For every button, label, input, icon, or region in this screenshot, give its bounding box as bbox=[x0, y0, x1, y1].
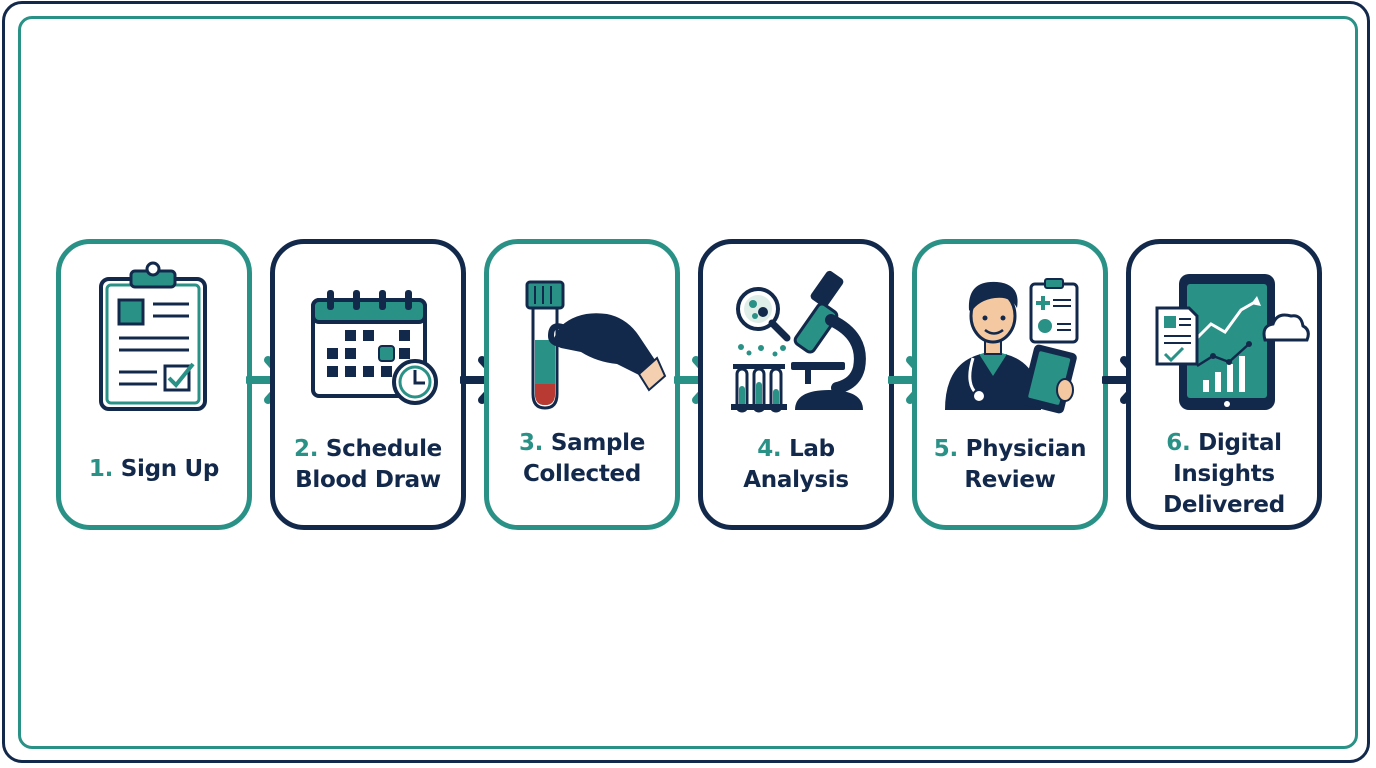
step-number-5: 5. bbox=[933, 436, 958, 462]
step-label-3: 3. Sample Collected bbox=[489, 428, 675, 490]
step-title-6-line1: Digital bbox=[1198, 430, 1282, 456]
calendar-clock-icon bbox=[311, 290, 438, 405]
step-title-3-line1: Sample bbox=[550, 430, 646, 456]
step-title-2-line2: Blood Draw bbox=[295, 467, 441, 493]
test-tube-glove-icon bbox=[525, 280, 667, 410]
tablet-analytics-icon bbox=[1155, 274, 1310, 410]
step-number-6: 6. bbox=[1166, 430, 1191, 456]
step-title-6-line2: Insights bbox=[1173, 461, 1275, 487]
inner-frame bbox=[18, 16, 1358, 749]
step-label-5: 5. Physician Review bbox=[917, 434, 1103, 496]
clipboard-checklist-icon bbox=[99, 261, 207, 411]
doctor-tablet-icon bbox=[945, 278, 1079, 414]
step-title-3-line2: Collected bbox=[522, 461, 642, 487]
step-title-2-line1: Schedule bbox=[325, 436, 442, 462]
microscope-test-tubes-icon bbox=[731, 270, 866, 413]
step-title-5-line2: Review bbox=[964, 467, 1056, 493]
step-title-4-line1: Lab bbox=[789, 436, 835, 462]
step-card-2: 2. Schedule Blood Draw bbox=[270, 239, 466, 530]
step-title-1: Sign Up bbox=[120, 456, 220, 482]
step-label-6: 6. Digital Insights Delivered bbox=[1131, 428, 1317, 521]
step-card-4: 4. Lab Analysis bbox=[698, 239, 894, 530]
step-card-3: 3. Sample Collected bbox=[484, 239, 680, 530]
step-title-4-line2: Analysis bbox=[743, 467, 849, 493]
step-title-5-line1: Physician bbox=[965, 436, 1087, 462]
step-label-2: 2. Schedule Blood Draw bbox=[275, 434, 461, 496]
step-label-4: 4. Lab Analysis bbox=[703, 434, 889, 496]
step-card-6: 6. Digital Insights Delivered bbox=[1126, 239, 1322, 530]
step-card-1: 1. Sign Up bbox=[56, 239, 252, 530]
step-label-1: 1. Sign Up bbox=[61, 454, 247, 485]
step-number-3: 3. bbox=[518, 430, 544, 456]
step-number-4: 4. bbox=[757, 436, 782, 462]
step-number-2: 2. bbox=[294, 436, 319, 462]
step-number-1: 1. bbox=[88, 456, 114, 482]
step-title-6-line3: Delivered bbox=[1163, 492, 1285, 518]
step-card-5: 5. Physician Review bbox=[912, 239, 1108, 530]
